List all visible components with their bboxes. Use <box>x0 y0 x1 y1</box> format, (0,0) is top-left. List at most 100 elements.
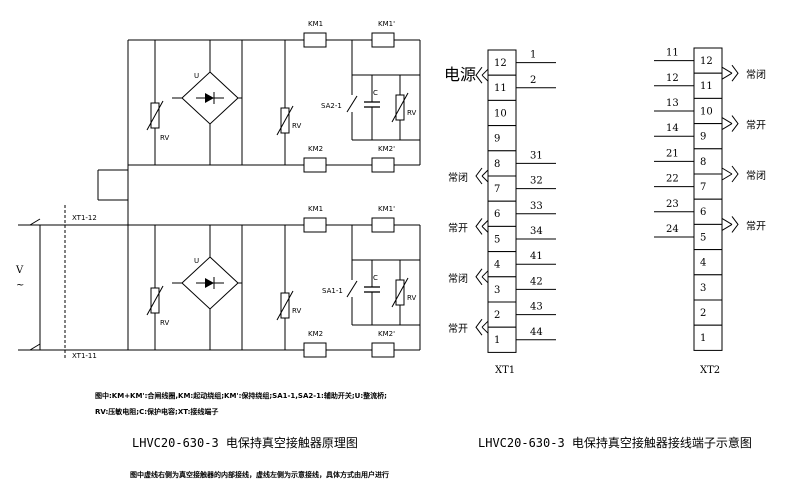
terminal-number: 3 <box>700 283 706 294</box>
rv-label: RV <box>160 319 169 327</box>
terminal-cell <box>487 175 517 202</box>
km1-label: KM1 <box>308 205 323 213</box>
terminal-number: 2 <box>494 310 500 321</box>
wire-number: 34 <box>530 226 543 237</box>
km1-label: KM1 <box>308 20 323 28</box>
terminal-number: 3 <box>494 285 500 296</box>
wire-number: 2 <box>530 75 536 86</box>
terminal-cell <box>693 223 723 251</box>
group-bracket-icon <box>731 115 739 132</box>
group-bracket-icon <box>475 268 483 286</box>
group-bracket-icon <box>475 66 483 84</box>
wire-number: 11 <box>666 48 679 59</box>
legend-line-1: 图中:KM+KM':合闸线圈,KM:起动绕组;KM':保持绕组;SA1-1,SA… <box>95 391 387 400</box>
terminal-cell <box>693 123 723 150</box>
coil-km2 <box>303 157 327 173</box>
group-bracket-icon <box>475 318 483 336</box>
km2-label: KM2 <box>308 145 323 153</box>
terminal-number: 4 <box>494 260 500 271</box>
group-label: 常开 <box>448 322 468 335</box>
terminal-number: 9 <box>494 134 500 145</box>
km2p-label: KM2' <box>378 145 395 153</box>
wire-number: 22 <box>666 174 679 185</box>
terminal-number: 4 <box>700 258 706 269</box>
legend-line-2: RV:压敏电阻;C:保护电容;XT:接线端子 <box>95 407 218 416</box>
xt2-label: XT2 <box>700 365 720 376</box>
terminal-number: 7 <box>700 182 706 193</box>
terminal-number: 12 <box>700 56 713 67</box>
right-title: LHVC20-630-3 电保持真空接触器接线端子示意图 <box>478 435 752 450</box>
terminal-cell <box>487 125 517 152</box>
wire-number: 13 <box>666 98 679 109</box>
group-label: 常闭 <box>746 68 766 81</box>
sa2-label: SA2-1 <box>321 102 342 110</box>
xt1-label: XT1 <box>495 365 515 376</box>
terminal-cell <box>693 97 723 125</box>
terminal-number: 9 <box>700 132 706 143</box>
wire-number: 43 <box>530 302 543 313</box>
rv-label: RV <box>292 122 301 130</box>
wire-number: 21 <box>666 148 679 159</box>
footnote: 图中虚线右侧为真空接触器的内部接线，虚线左侧为示意接线，具体方式由用户进行 <box>130 470 389 479</box>
group-label: 常闭 <box>448 272 468 285</box>
group-label: 常开 <box>746 119 766 132</box>
terminal-cell <box>487 276 517 303</box>
group-label: 常开 <box>448 221 468 234</box>
km2-label: KM2 <box>308 330 323 338</box>
xt1-12-label: XT1-12 <box>72 214 97 222</box>
km1p-label: KM1' <box>378 205 395 213</box>
bridge-label: U <box>194 257 199 265</box>
terminal-cell <box>487 150 517 177</box>
terminal-cell <box>693 274 723 301</box>
terminal-number: 11 <box>700 81 713 92</box>
terminal-cell <box>487 49 517 76</box>
rv-label: RV <box>160 134 169 142</box>
terminal-cell <box>487 99 517 127</box>
wire-number: 31 <box>530 150 543 161</box>
terminal-cell <box>487 225 517 253</box>
group-label: 常开 <box>746 219 766 232</box>
wire-number: 23 <box>666 199 679 210</box>
ac-symbol: ~ <box>16 280 24 291</box>
wire-number: 32 <box>530 176 543 187</box>
terminal-cell <box>487 200 517 227</box>
bridge-label: U <box>194 72 199 80</box>
wire-number: 42 <box>530 276 543 287</box>
terminal-cell <box>693 148 723 175</box>
coil-km1p <box>371 32 395 48</box>
group-label: 常闭 <box>746 169 766 182</box>
terminal-number: 5 <box>494 234 500 245</box>
terminal-cell <box>693 324 723 351</box>
terminal-cell <box>693 249 723 276</box>
wire-number: 24 <box>666 224 679 235</box>
group-bracket-icon <box>475 167 483 185</box>
group-label: 电源 <box>444 65 476 84</box>
c-label: C <box>373 89 378 97</box>
wire-number: 33 <box>530 201 543 212</box>
terminal-cell <box>487 251 517 278</box>
rv-label: RV <box>407 109 416 117</box>
terminal-cell <box>693 198 723 225</box>
group-bracket-icon <box>731 216 739 233</box>
terminal-number: 7 <box>494 184 500 195</box>
terminal-cell <box>693 173 723 200</box>
terminal-cell <box>693 299 723 326</box>
coil-km2p <box>371 157 395 173</box>
wire-number: 41 <box>530 251 543 262</box>
terminal-number: 12 <box>494 58 507 69</box>
terminal-number: 8 <box>700 157 706 168</box>
xt1-11-label: XT1-11 <box>72 352 97 360</box>
rv-label: RV <box>407 294 416 302</box>
terminal-number: 1 <box>494 335 500 346</box>
km1p-label: KM1' <box>378 20 395 28</box>
wire-number: 1 <box>530 50 536 61</box>
terminal-number: 1 <box>700 333 706 344</box>
wire-number: 44 <box>530 327 543 338</box>
terminal-cell <box>487 301 517 328</box>
group-label: 常闭 <box>448 171 468 184</box>
terminal-number: 10 <box>700 106 713 117</box>
coil-km1 <box>303 32 327 48</box>
terminal-cell <box>487 326 517 353</box>
